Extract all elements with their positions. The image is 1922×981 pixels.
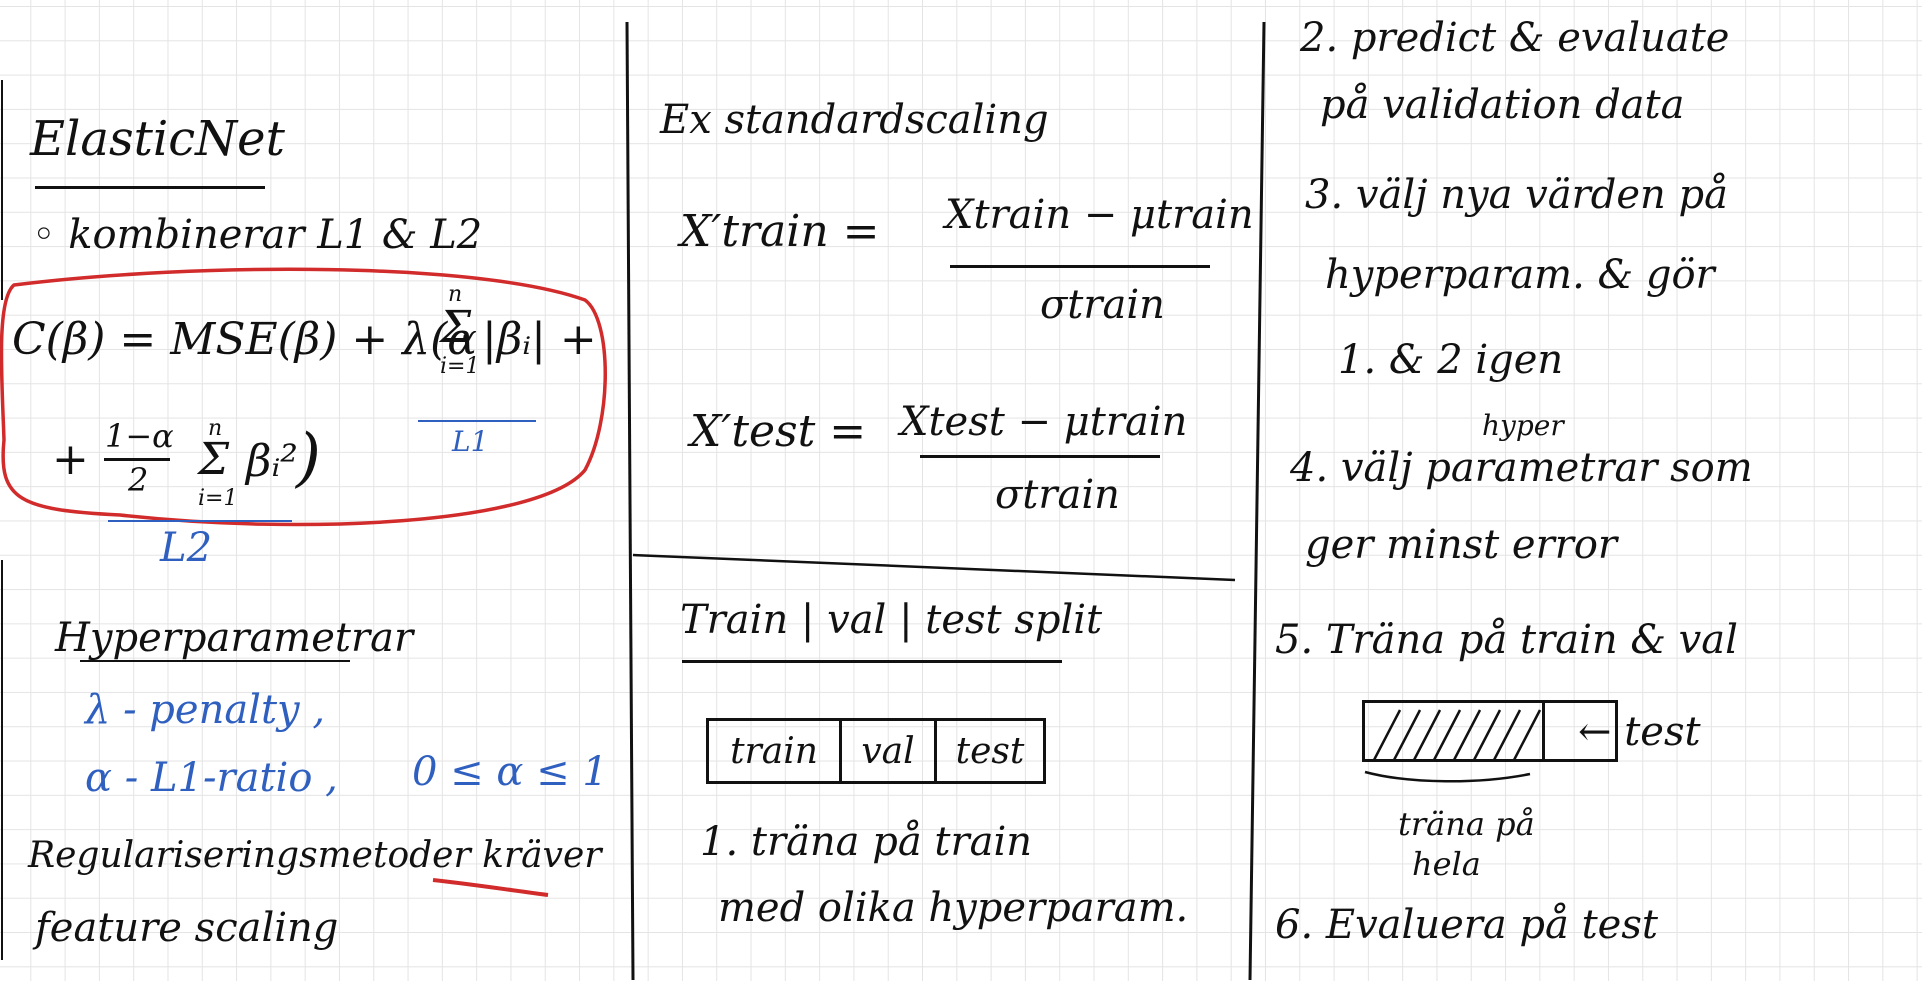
split-box-val: val bbox=[842, 721, 937, 781]
test-numerator: Xtest − μtrain bbox=[900, 399, 1188, 445]
split-diagram: train val test bbox=[706, 718, 1046, 784]
l1-underline bbox=[418, 420, 536, 422]
sum-lower-limit-l2: i=1 bbox=[198, 486, 238, 511]
emphasis-underline bbox=[432, 878, 549, 897]
scaling-note-line2: feature scaling bbox=[35, 905, 339, 951]
hyperparams-underline bbox=[80, 660, 350, 662]
fraction-bar bbox=[104, 458, 170, 461]
step3-line2: hyperparam. & gör bbox=[1325, 252, 1715, 298]
elasticnet-heading: ElasticNet bbox=[30, 111, 285, 167]
train-scaled-lhs: X′train = bbox=[680, 206, 880, 257]
column-divider-right bbox=[1248, 21, 1266, 981]
section-divider bbox=[632, 553, 1236, 582]
hatch-strokes bbox=[1372, 709, 1542, 761]
train-val-bar bbox=[1362, 700, 1618, 762]
step6-text: 6. Evaluera på test bbox=[1275, 902, 1658, 948]
step2-line2: på validation data bbox=[1320, 82, 1685, 128]
bar-split-mark bbox=[1542, 700, 1545, 762]
step5-text: 5. Träna på train & val bbox=[1275, 617, 1738, 663]
formula-line1-left: C(β) = MSE(β) + λ(α bbox=[12, 314, 477, 365]
brace-stroke bbox=[1364, 770, 1531, 783]
close-paren: ) bbox=[296, 421, 321, 495]
step4-line1: 4. välj parametrar som bbox=[1290, 445, 1753, 491]
standardscaling-heading: Ex standardscaling bbox=[660, 97, 1049, 143]
split-heading: Train | val | test split bbox=[680, 597, 1103, 643]
split-box-test: test bbox=[955, 730, 1025, 772]
step3-line3: 1. & 2 igen bbox=[1338, 337, 1564, 383]
alpha-range: 0 ≤ α ≤ 1 bbox=[412, 749, 608, 795]
column-divider-left bbox=[625, 21, 635, 981]
all-label: hela bbox=[1412, 845, 1481, 883]
sum-symbol-l1: Σ bbox=[440, 302, 472, 353]
sum-lower-limit: i=1 bbox=[440, 354, 480, 379]
sum-upper-limit-l2: n bbox=[208, 416, 223, 441]
step1-line1: 1. träna på train bbox=[700, 819, 1033, 865]
train-numerator: Xtrain − μtrain bbox=[945, 192, 1254, 238]
sum-upper-limit: n bbox=[448, 282, 463, 307]
step4-superscript: hyper bbox=[1482, 409, 1564, 442]
fraction-denominator: 2 bbox=[128, 461, 149, 499]
train-fraction-bar bbox=[950, 265, 1210, 268]
step1-line2: med olika hyperparam. bbox=[718, 885, 1189, 931]
l2-underline bbox=[108, 520, 292, 522]
formula-line2-plus: + bbox=[52, 434, 89, 485]
test-scaled-lhs: X′test = bbox=[690, 406, 867, 457]
step2-line1: 2. predict & evaluate bbox=[1300, 15, 1730, 61]
test-fraction-bar bbox=[920, 455, 1160, 458]
step4-line2: ger minst error bbox=[1305, 522, 1618, 568]
train-on-label: träna på bbox=[1398, 805, 1535, 843]
l1-label: L1 bbox=[452, 425, 489, 458]
l2-label: L2 bbox=[160, 525, 213, 571]
train-denominator: σtrain bbox=[1040, 282, 1165, 328]
step3-line1: 3. välj nya värden på bbox=[1305, 172, 1728, 218]
split-underline bbox=[682, 660, 1062, 663]
split-box-train: train bbox=[709, 721, 842, 781]
hyper-item-alpha: α - L1-ratio , bbox=[85, 755, 338, 801]
heading-underline bbox=[35, 186, 265, 189]
scaling-note-line1: Regulariseringsmetoder kräver bbox=[28, 835, 602, 876]
combine-bullet: ◦ kombinerar L1 & L2 bbox=[32, 212, 483, 258]
l2-term: βᵢ² bbox=[246, 436, 298, 487]
test-denominator: σtrain bbox=[995, 472, 1120, 518]
l1-term: |βᵢ| + bbox=[482, 314, 597, 365]
hyperparams-heading: Hyperparametrar bbox=[55, 615, 414, 661]
formula-highlight-oval bbox=[0, 267, 607, 527]
test-pointer-label: ← test bbox=[1578, 709, 1701, 755]
hyper-item-lambda: λ - penalty , bbox=[85, 687, 326, 733]
sum-symbol-l2: Σ bbox=[198, 434, 230, 485]
fraction-numerator: 1−α bbox=[105, 417, 174, 455]
